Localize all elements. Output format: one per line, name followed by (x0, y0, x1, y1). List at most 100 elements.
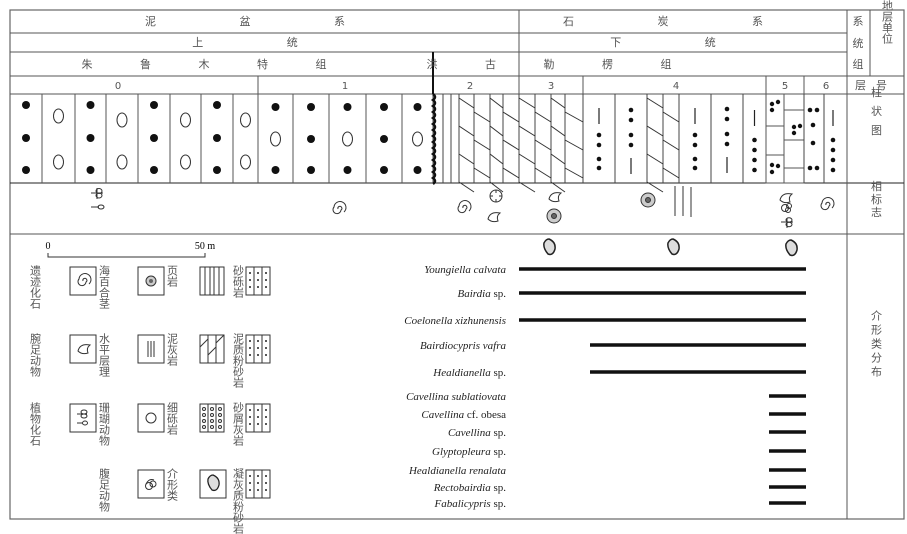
layer-6: 6 (823, 81, 829, 92)
layer-2: 2 (467, 81, 473, 92)
facies-markers (91, 186, 835, 228)
legend-label: 腹足动物 (98, 467, 111, 512)
calcarenite-block (765, 93, 805, 184)
marl-block (550, 94, 566, 193)
trace-fossil-icon (69, 266, 97, 296)
label-series: 统 (853, 37, 864, 50)
marl-block (564, 94, 584, 183)
lithology-column (22, 93, 836, 193)
conglomerate-strip (86, 101, 95, 174)
legend-item-plant-fossil: 植物化石 (29, 401, 97, 446)
legend-item-horizontal-bedding: 水平层理 (98, 333, 165, 377)
legend-item-crinoid-stem: 海百合茎 (98, 264, 165, 309)
conglomerate-strip (213, 101, 221, 174)
legend: 遗迹化石海百合茎页岩砂砾岩腕足动物水平层理泥灰岩泥质粉砂岩植物化石珊瑚动物细砾岩… (29, 264, 271, 534)
legend-label: 植物化石 (29, 401, 42, 446)
trace-fossil-icon (457, 200, 472, 214)
species-label: Coelonella xizhunensis (404, 315, 506, 327)
layer-0: 0 (115, 81, 121, 92)
calcarenite-icon (245, 403, 271, 433)
conglomerate-strip (380, 103, 388, 174)
species-label: Glyptopleura sp. (432, 446, 506, 458)
legend-item-coral: 珊瑚动物 (98, 402, 165, 446)
conglomerate-strip (270, 103, 281, 174)
brachiopod-icon (487, 212, 502, 223)
legend-item-shale: 页岩 (166, 265, 225, 296)
marl-block (458, 94, 475, 193)
legend-label: 凝灰质粉砂岩 (232, 467, 245, 534)
ostracod-icon (667, 238, 680, 256)
marl-block (502, 94, 520, 183)
legend-label: 砂屑灰岩 (232, 402, 245, 447)
label-ostracod-distribution: 介形类分布 (870, 310, 883, 380)
legend-label: 泥质粉砂岩 (232, 333, 245, 389)
layer-numbers: 0 1 2 3 4 5 6 (115, 81, 829, 92)
tuffaceous-siltstone-icon (245, 469, 271, 499)
gastropod-icon (137, 469, 165, 499)
ostracod-icon (785, 239, 798, 257)
layer-1: 1 (342, 81, 348, 92)
marl-block (489, 94, 504, 193)
layer-4: 4 (673, 81, 679, 92)
horizontal-bedding-icon (137, 334, 165, 364)
series-upper: 上 统 (192, 36, 338, 49)
argillaceous-siltstone-icon (245, 334, 271, 364)
fine-conglomerate-icon (199, 403, 225, 433)
marl-block (646, 94, 664, 193)
species-label: Healdianella renalata (408, 465, 507, 477)
species-label: Bairdiocypris vafra (420, 340, 507, 352)
legend-label: 介形类 (166, 468, 179, 502)
system-carboniferous: 石 炭 系 (563, 15, 803, 28)
horizontal-bedding-icon (674, 186, 692, 217)
scale-max: 50 m (195, 241, 216, 252)
species-label: Cavellina sublatiovata (406, 391, 506, 403)
shale-icon (199, 266, 225, 296)
argillaceous-siltstone-strip (628, 94, 648, 183)
label-formation: 组 (853, 57, 864, 71)
species-label: Cavellina sp. (448, 427, 506, 439)
label-facies-marker: 相标志 (870, 180, 883, 219)
label-layer-number: 层号 (855, 79, 897, 92)
marl-block (534, 94, 552, 183)
glutenite-icon (245, 266, 271, 296)
ostracod-icon (543, 238, 556, 256)
conglomerate-strip (22, 101, 30, 174)
glutenite-strip (807, 107, 836, 173)
scale-min: 0 (46, 241, 51, 252)
layer-5: 5 (782, 81, 788, 92)
plant-fossil-icon (91, 188, 105, 210)
marl-block (473, 94, 491, 183)
brachiopod-icon (69, 334, 97, 364)
legend-item-brachiopod: 腕足动物 (29, 332, 97, 377)
outer-frame (9, 9, 905, 520)
header-row-labels: 系 统 组 地层单位 层号 柱状图 相标志 介形类分布 (853, 0, 897, 380)
legend-label: 水平层理 (98, 333, 111, 377)
crinoid-stem-icon (546, 208, 562, 224)
label-system: 系 (853, 15, 864, 28)
header-text: 泥 盆 系 石 炭 系 上 统 下 统 朱 鲁 木 特 组 洪 古 勒 楞 组 (82, 14, 803, 71)
series-lower: 下 统 (610, 36, 756, 49)
marl-icon (199, 334, 225, 364)
plant-fossil-icon (781, 217, 793, 228)
header-grid (10, 10, 904, 519)
coral-icon (489, 189, 503, 203)
legend-label: 腕足动物 (29, 332, 42, 377)
ostracod-icon (199, 469, 227, 499)
species-label: Cavellina cf. obesa (421, 409, 506, 421)
conglomerate-strip (53, 108, 64, 170)
legend-item-ostracod: 介形类 (166, 468, 227, 502)
legend-item-argillaceous-siltstone: 泥质粉砂岩 (232, 333, 271, 389)
label-strat-unit: 地层单位 (881, 0, 894, 44)
argillaceous-siltstone-strip (692, 94, 712, 183)
conglomerate-strip (240, 112, 251, 170)
argillaceous-siltstone-strip (724, 94, 744, 183)
conglomerate-strip (412, 103, 423, 174)
marl-block (518, 94, 536, 193)
legend-label: 细砾岩 (166, 402, 179, 436)
trace-fossil-icon (332, 201, 347, 215)
legend-label: 珊瑚动物 (98, 402, 111, 446)
conglomerate-strip (307, 103, 315, 174)
plant-fossil-icon (69, 403, 97, 433)
